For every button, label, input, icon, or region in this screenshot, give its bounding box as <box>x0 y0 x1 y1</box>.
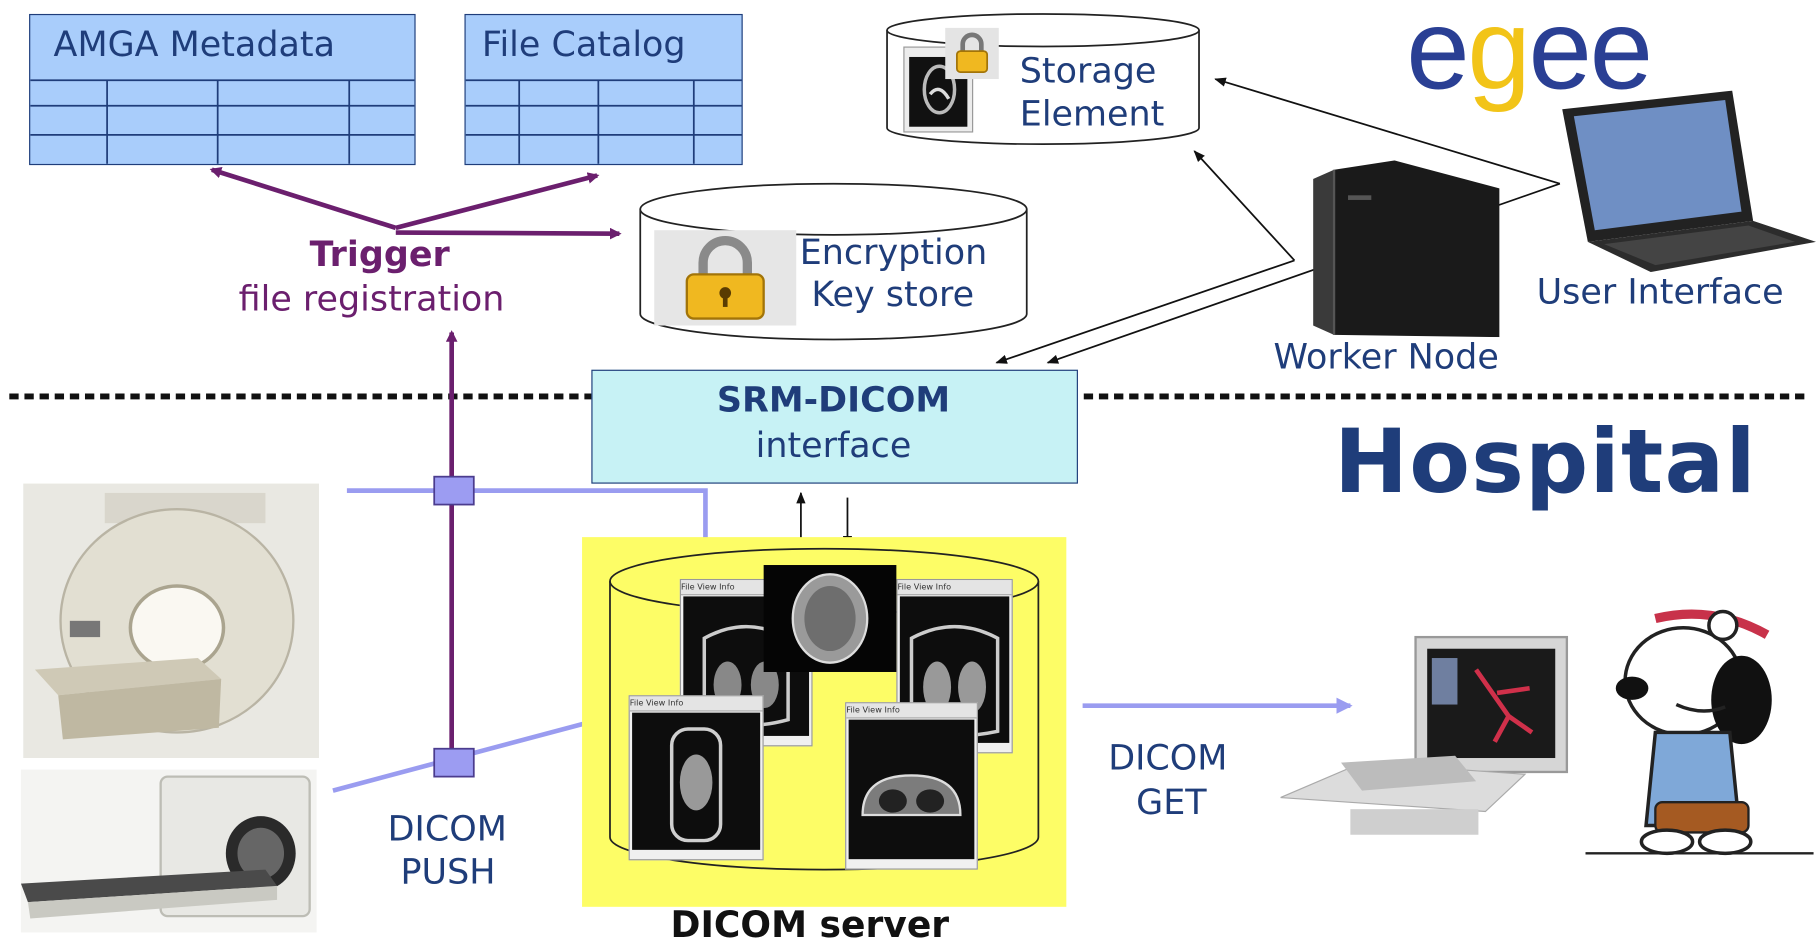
file-catalog-table: File Catalog <box>464 13 743 166</box>
server-tower-icon <box>1313 160 1504 338</box>
scan-window-brain <box>763 565 897 672</box>
worker-node-label: Worker Node <box>1273 337 1499 378</box>
dicom-get-line1: DICOM <box>1108 738 1228 779</box>
srm-dicom-interface-box <box>591 369 1078 484</box>
workstation-icon <box>1280 635 1572 837</box>
encryption-label-line1: Encryption <box>799 232 988 274</box>
dicom-push-line2: PUSH <box>400 852 496 893</box>
egee-logo-letter: g <box>1467 0 1530 113</box>
junction-square-bottom <box>433 747 475 778</box>
storage-label-line2: Element <box>1019 94 1165 135</box>
scan-window-axial: File View Info <box>845 702 978 870</box>
egee-logo-letter: e <box>1406 0 1469 113</box>
trigger-title: Trigger <box>309 234 450 276</box>
file-catalog-title: File Catalog <box>481 24 686 66</box>
junction-square-top <box>433 475 475 506</box>
encryption-label-line2: Key store <box>811 274 975 316</box>
scan-window-torso: File View Info <box>628 695 764 861</box>
dicom-get-line2: GET <box>1136 782 1207 824</box>
egee-logo-letter: e <box>1528 0 1591 113</box>
srm-dicom-subtitle: interface <box>755 425 912 467</box>
amga-table-title: AMGA Metadata <box>53 24 336 66</box>
hospital-title: Hospital <box>1334 409 1757 513</box>
storage-lock-icon <box>945 27 999 80</box>
mri-scanner-icon <box>23 483 319 759</box>
amga-metadata-table: AMGA Metadata <box>29 13 416 166</box>
trigger-arrows <box>209 167 622 763</box>
egee-logo-letter: e <box>1589 0 1653 113</box>
dicom-server-label: DICOM server <box>670 904 950 946</box>
egee-logo: egee <box>1406 0 1653 115</box>
scan-window-menu: File View Info <box>846 703 977 719</box>
srm-dicom-title: SRM-DICOM <box>716 380 951 421</box>
storage-label-line1: Storage <box>1019 51 1157 92</box>
lock-icon <box>654 230 797 326</box>
doctor-snoopy-icon <box>1585 605 1814 861</box>
dicom-push-line1: DICOM <box>387 809 507 850</box>
scan-window-menu: File View Info <box>897 580 1012 596</box>
egee-logo-text: egee <box>1406 0 1653 113</box>
trigger-subtitle: file registration <box>238 279 505 320</box>
scan-window-menu: File View Info <box>629 696 763 712</box>
user-interface-label: User Interface <box>1536 272 1784 313</box>
ct-scanner-icon <box>20 769 317 933</box>
laptop-icon <box>1558 90 1816 277</box>
